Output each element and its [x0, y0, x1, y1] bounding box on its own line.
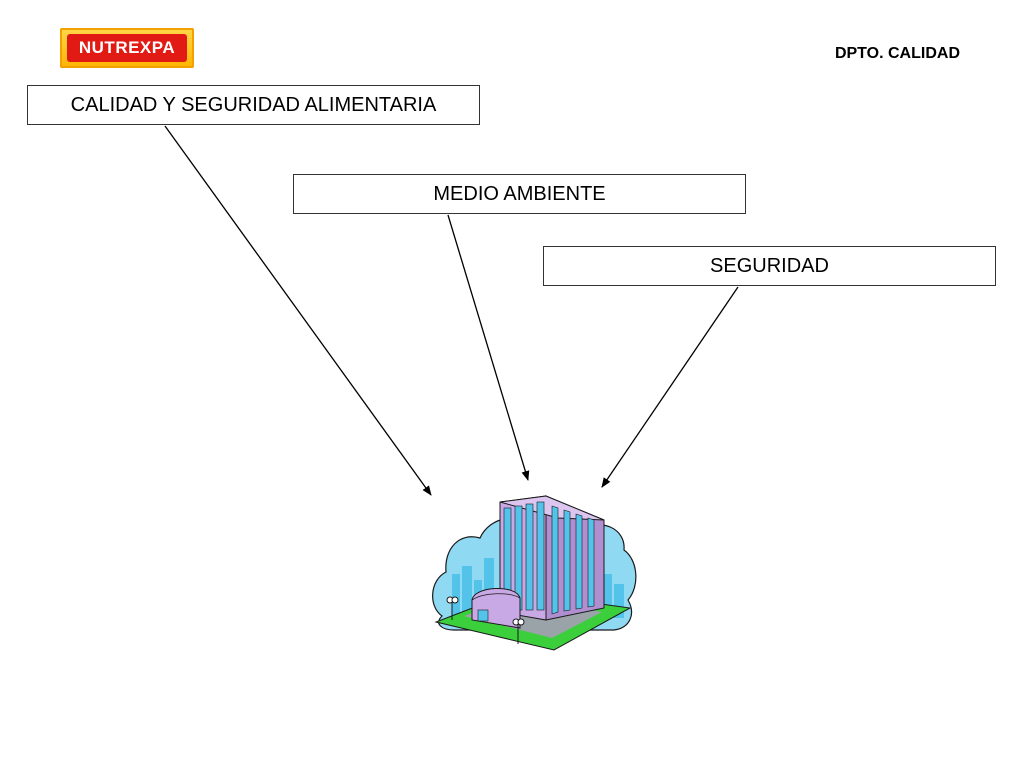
arrow-2 — [447, 214, 530, 481]
box-label: CALIDAD Y SEGURIDAD ALIMENTARIA — [70, 93, 437, 116]
logo-text: NUTREXPA — [67, 34, 187, 62]
box-label: MEDIO AMBIENTE — [433, 182, 606, 205]
arrow-3 — [601, 286, 739, 488]
nutrexpa-logo: NUTREXPA — [60, 28, 194, 68]
box-medio-ambiente: MEDIO AMBIENTE — [293, 174, 746, 214]
box-label: SEGURIDAD — [710, 254, 829, 277]
box-seguridad: SEGURIDAD — [543, 246, 996, 286]
department-label: DPTO. CALIDAD — [834, 45, 960, 62]
office-building-icon — [432, 495, 637, 651]
box-calidad-seguridad-alimentaria: CALIDAD Y SEGURIDAD ALIMENTARIA — [27, 85, 480, 125]
